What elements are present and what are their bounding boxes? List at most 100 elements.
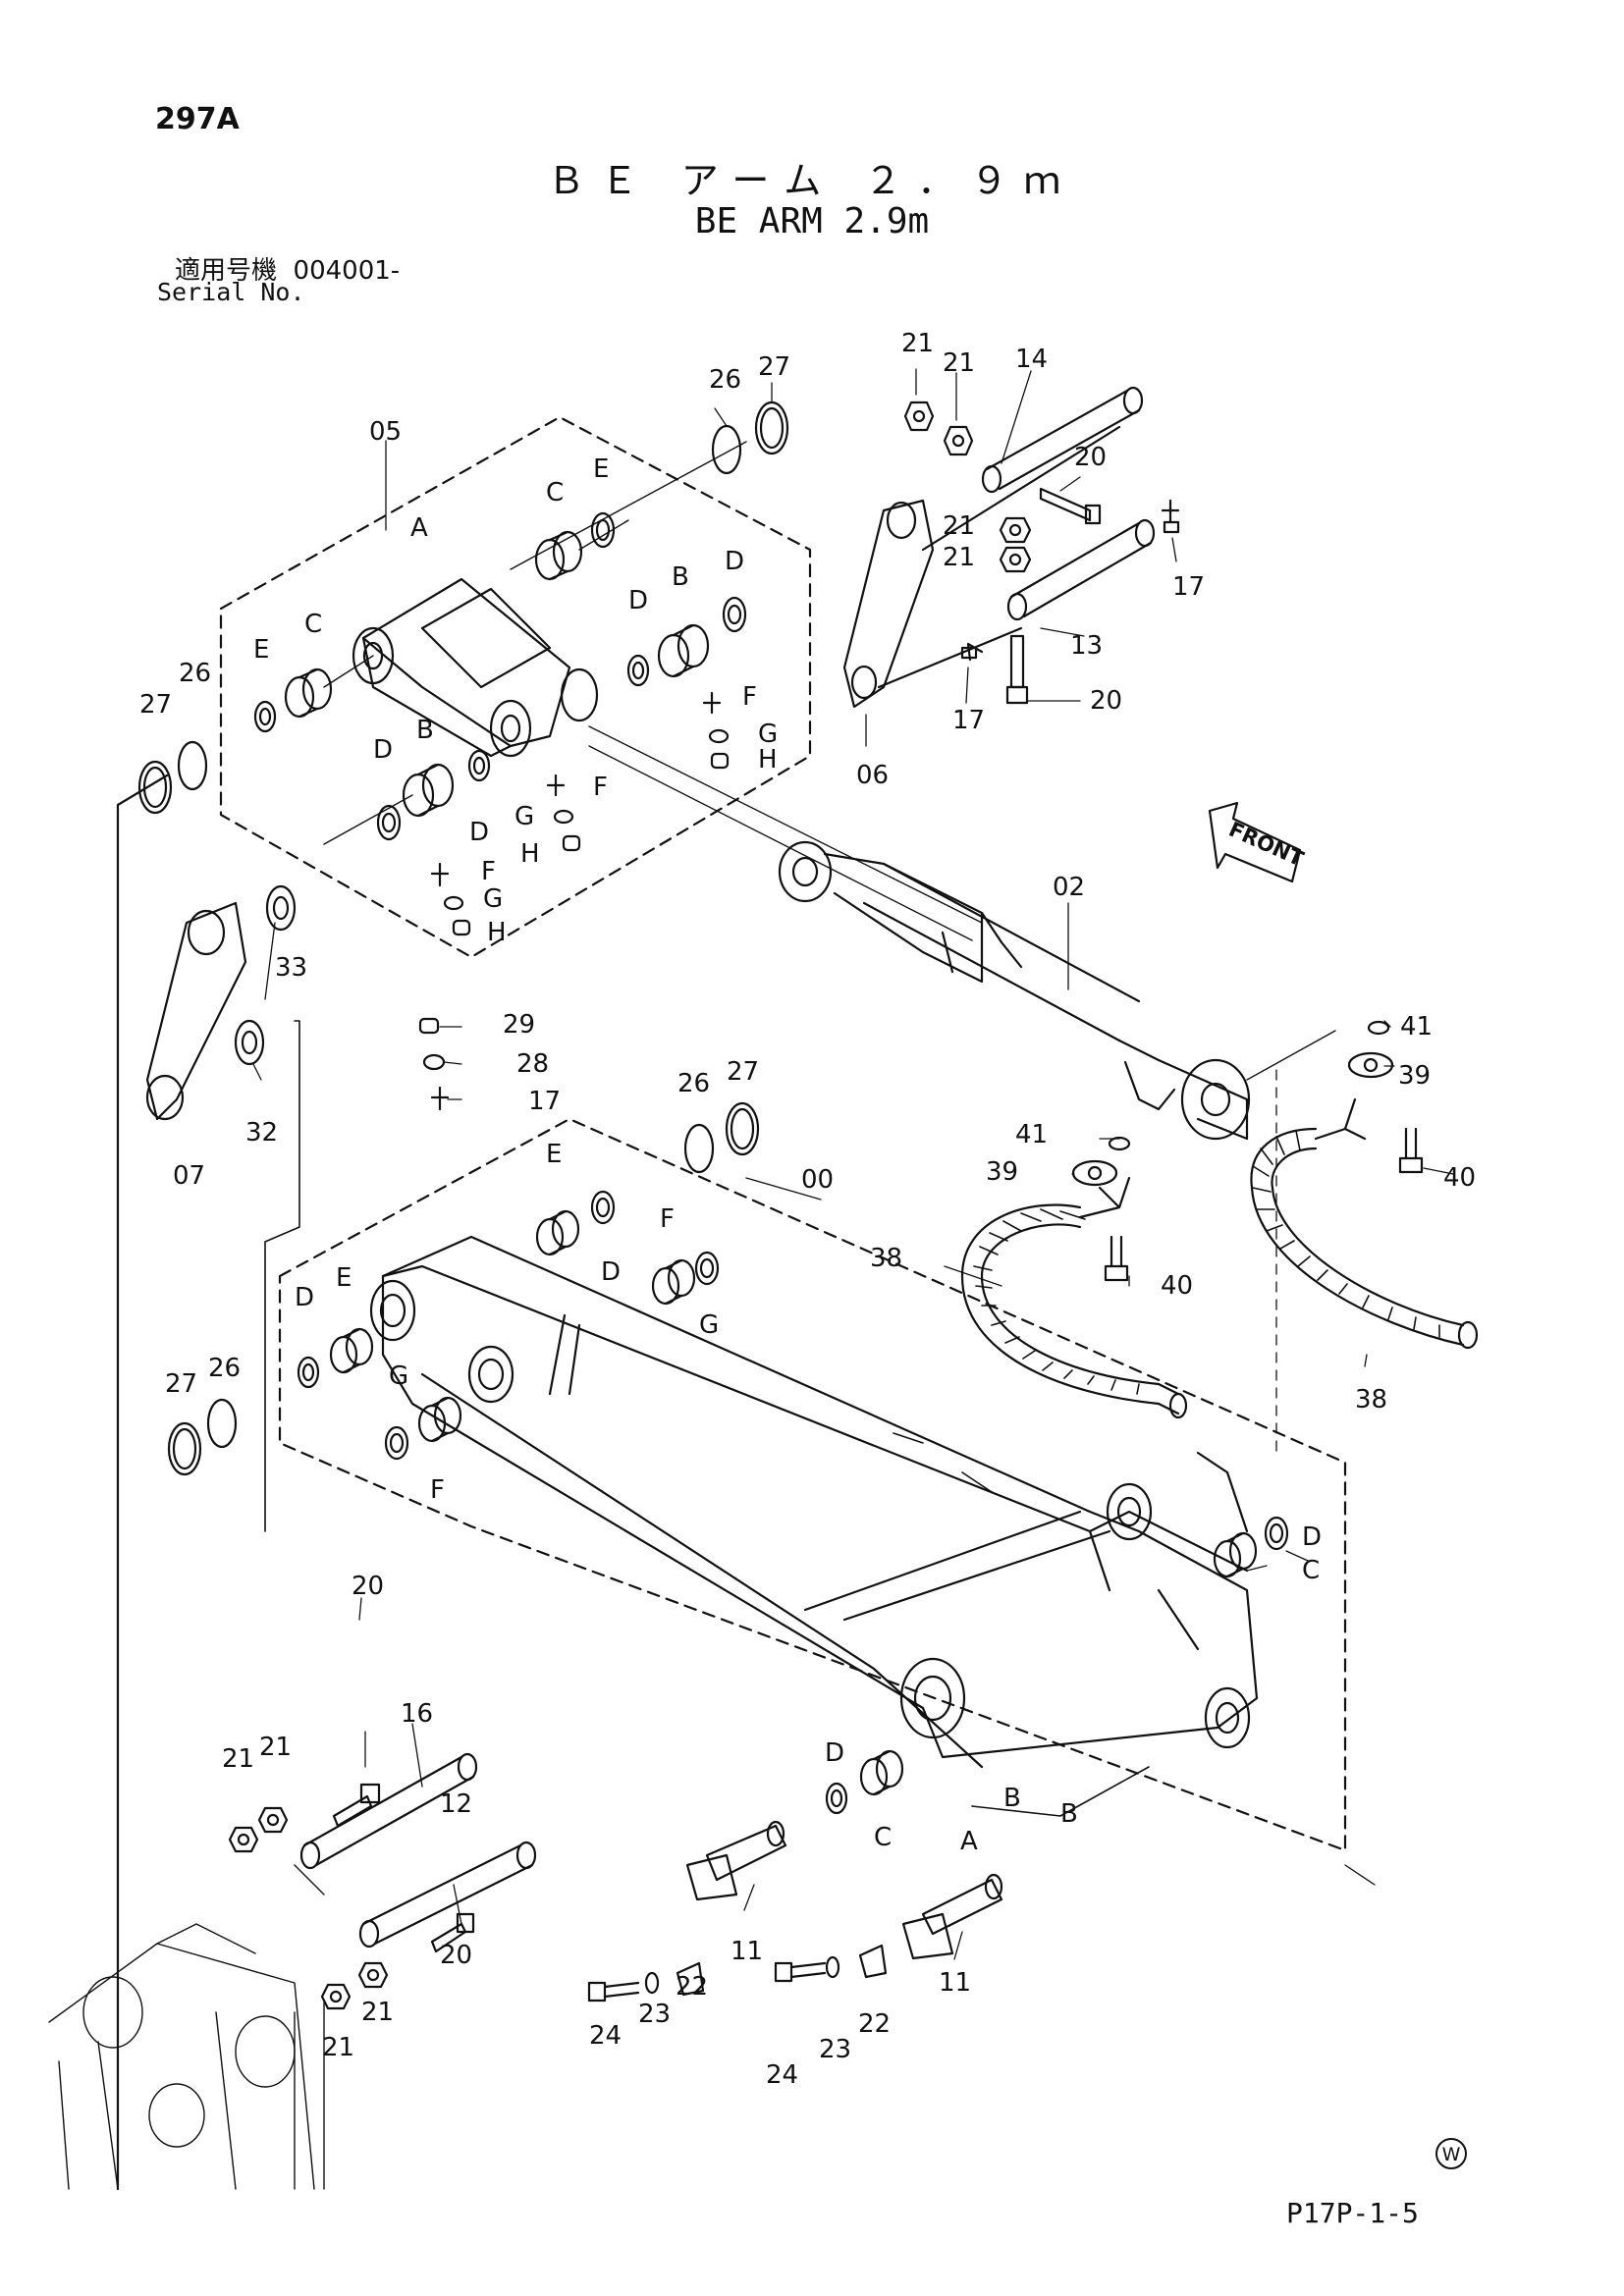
o-ring-26-top [711, 424, 742, 475]
boom-tip-ghost [48, 1864, 325, 2190]
callout-13: 13 [1070, 631, 1103, 661]
callout-27-left: 27 [139, 690, 172, 720]
w-stamp-icon: W [1435, 2138, 1467, 2169]
callout-26-left: 26 [179, 659, 211, 688]
label-f-arm: F [660, 1204, 675, 1234]
callout-41-left: 41 [1015, 1120, 1048, 1149]
callout-33: 33 [275, 953, 307, 983]
bolt-20-a [1039, 487, 1102, 525]
label-h-1: H [758, 745, 778, 774]
bushing-f-arm-left [417, 1396, 462, 1443]
serial-value: 004001- [293, 256, 401, 286]
bolt-20-b [1005, 634, 1029, 705]
title-english: BE ARM 2.9m [694, 201, 930, 241]
callout-05: 05 [369, 417, 402, 447]
lock-plate-22-right [858, 1944, 888, 1979]
seal-g-arm-left [384, 1425, 409, 1461]
seal-26-arm [683, 1123, 715, 1174]
label-d-top: D [725, 547, 744, 576]
callout-21-e: 21 [259, 1733, 292, 1762]
seal-41-left [1108, 1136, 1131, 1151]
arm-body-00 [369, 1235, 1259, 1769]
nut-21-d [999, 546, 1032, 573]
callout-28: 28 [516, 1049, 549, 1079]
bolt-40-left [1104, 1235, 1129, 1282]
pin-12 [358, 1841, 537, 1949]
seal-d-lower-2 [467, 749, 491, 782]
bushing-e-arm-top [535, 1209, 580, 1256]
callout-17-a: 17 [1172, 572, 1205, 602]
label-g-1: G [758, 720, 778, 749]
nut-21-pin12-b [357, 1961, 389, 1989]
label-c-left: C [304, 610, 322, 639]
page-number: 297A [155, 102, 240, 136]
label-d-top-2: D [628, 586, 648, 615]
callout-26-top: 26 [709, 365, 741, 395]
label-d-arm-bottom: D [825, 1738, 844, 1768]
o-ring-27-top [754, 400, 789, 455]
callout-07: 07 [173, 1161, 205, 1191]
label-f-3: F [481, 857, 496, 886]
front-label: FRONT [1225, 818, 1308, 872]
seal-26-arm-left [206, 1398, 238, 1449]
washer-23-right [825, 1955, 840, 1979]
label-e-left: E [253, 635, 269, 665]
seal-27-arm-left [167, 1421, 202, 1476]
nut-21-c [999, 516, 1032, 544]
label-d-lower: D [373, 735, 393, 765]
label-g-arm: G [699, 1310, 719, 1340]
nut-21-pin12-a [320, 1983, 352, 2010]
callout-23-left: 23 [638, 2000, 671, 2029]
callout-27-arm: 27 [727, 1057, 759, 1087]
callout-27-arm-left: 27 [165, 1369, 197, 1399]
callout-21-b: 21 [943, 348, 975, 378]
callout-21-f: 21 [222, 1744, 254, 1774]
seal-d-right-2 [722, 596, 747, 633]
label-b-arm-1: B [1003, 1784, 1021, 1813]
o-ring-27-left [137, 760, 173, 815]
seal-d-arm-left [297, 1356, 320, 1389]
label-d-arm-left: D [295, 1283, 314, 1312]
w-stamp-letter: W [1442, 2144, 1461, 2165]
label-f-1: F [742, 682, 757, 712]
label-f-arm-left: F [430, 1475, 445, 1505]
label-g-2: G [514, 802, 534, 831]
label-g-arm-left: G [389, 1362, 408, 1391]
grease-fittings-upper [702, 691, 730, 770]
callout-27-top: 27 [758, 352, 790, 382]
flange-39-left [1071, 1159, 1118, 1187]
callout-39-left: 39 [986, 1157, 1018, 1187]
callout-29: 29 [503, 1010, 535, 1040]
callout-02: 02 [1053, 873, 1085, 902]
pin-16 [299, 1752, 478, 1870]
callout-12: 12 [440, 1789, 472, 1819]
label-a-top: A [410, 513, 428, 543]
label-e-arm-left: E [336, 1263, 352, 1293]
callout-22-right: 22 [858, 2009, 891, 2039]
label-a-arm: A [960, 1827, 978, 1856]
label-b-top: B [672, 562, 689, 592]
callout-20-c: 20 [352, 1572, 384, 1601]
flange-39-right [1347, 1051, 1394, 1079]
link-07 [145, 901, 247, 1121]
callout-40-right: 40 [1443, 1163, 1476, 1193]
label-e-top: E [593, 454, 609, 484]
label-d-arm-right: D [1302, 1522, 1322, 1552]
callout-38-left: 38 [870, 1244, 902, 1273]
nut-21-pin16-a [228, 1826, 259, 1853]
cylinder-02 [588, 725, 1336, 1141]
callout-17-c: 17 [528, 1087, 561, 1116]
callout-40-left: 40 [1161, 1271, 1193, 1301]
label-f-2: F [593, 773, 608, 802]
seal-g-arm [694, 1251, 720, 1286]
seal-33 [265, 884, 297, 932]
grease-17-a [1161, 499, 1180, 534]
left-guideline-upper [116, 774, 169, 2191]
hose-38-left [960, 1176, 1188, 1419]
link-body-a [352, 577, 599, 758]
bushing-b-right [657, 623, 710, 678]
leader-lines [252, 368, 1454, 1960]
label-h-2: H [520, 839, 540, 869]
callout-11-left: 11 [731, 1937, 763, 1966]
